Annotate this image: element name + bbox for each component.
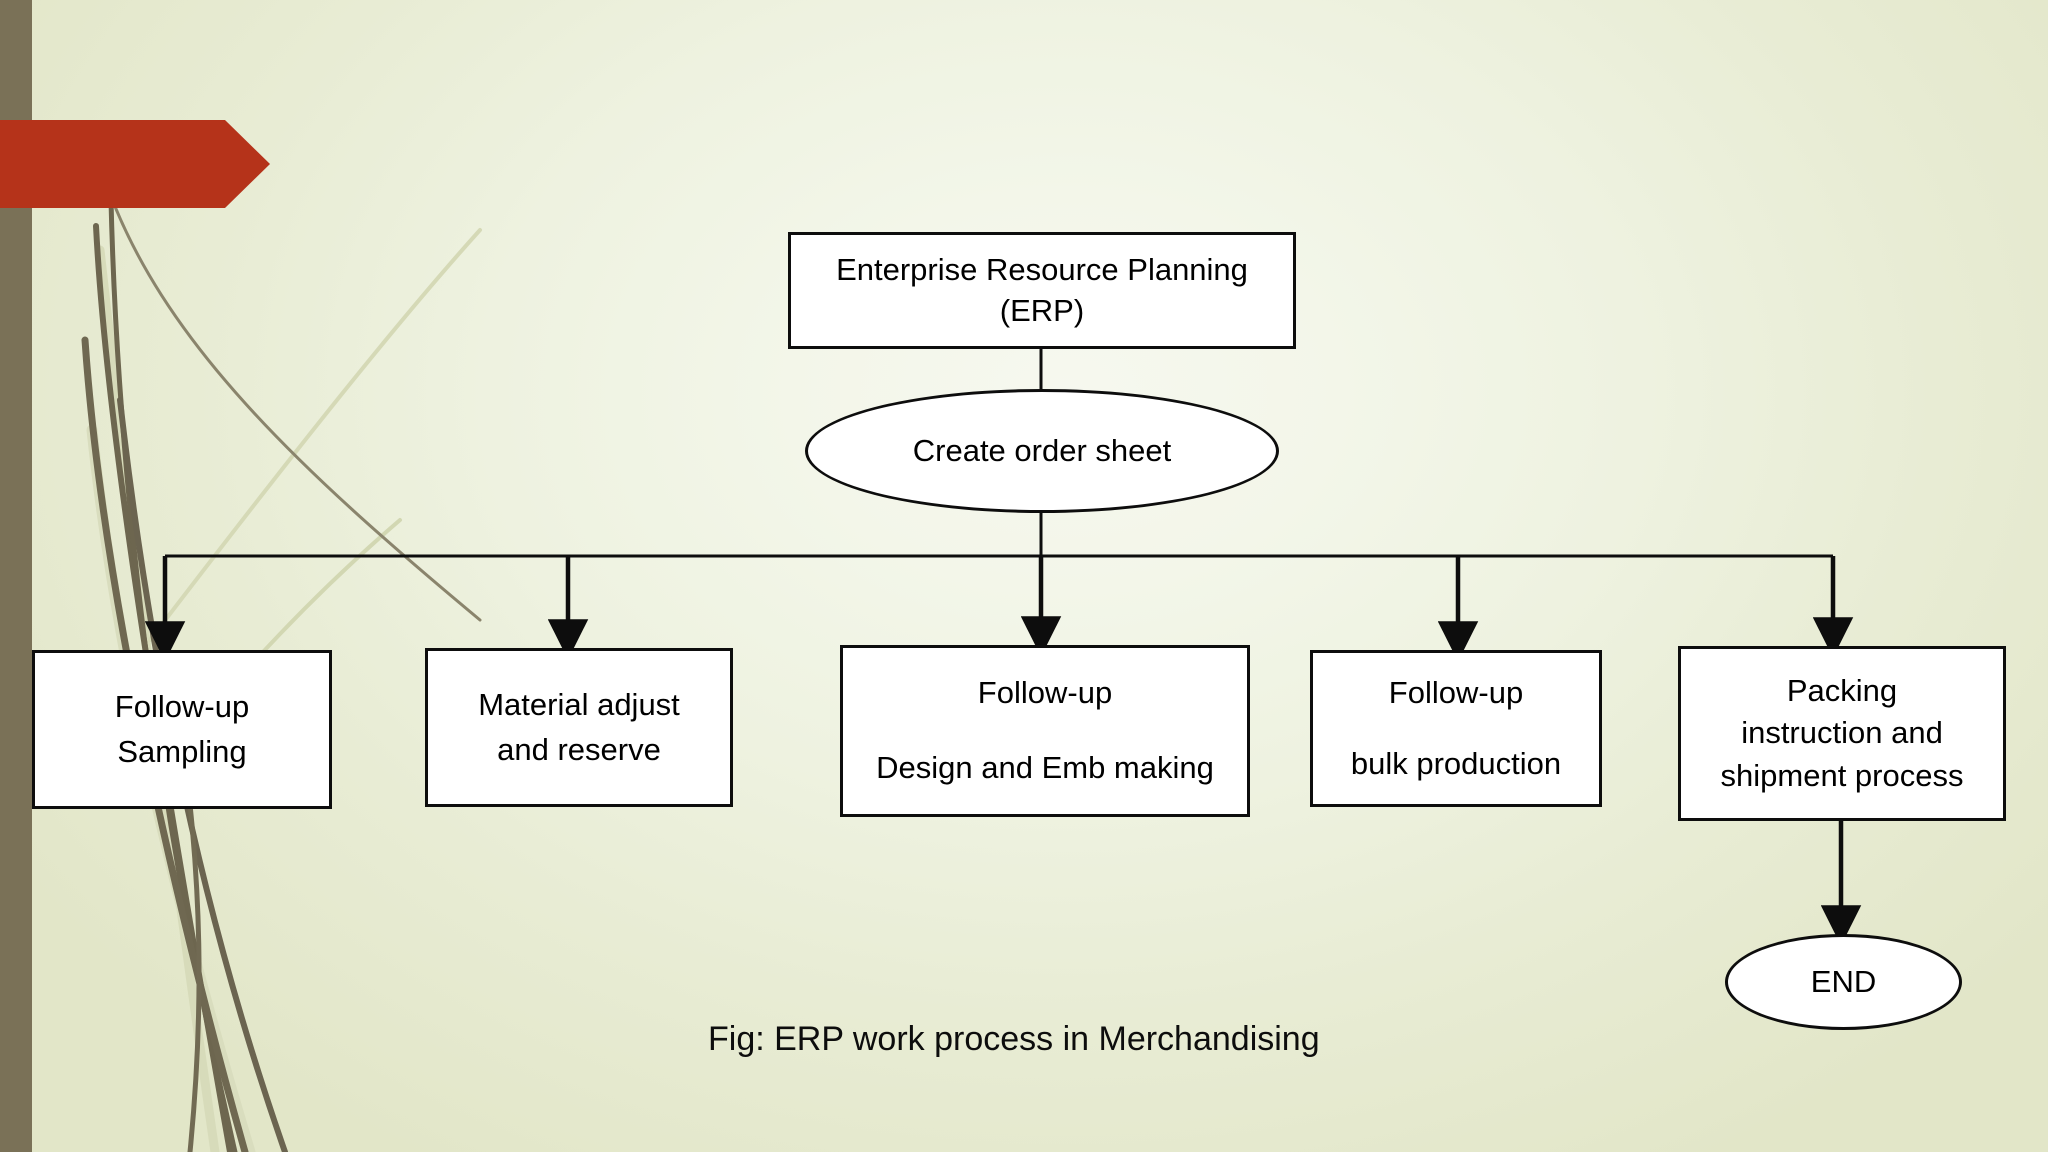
node-sampling-line1: Follow-up [114,689,250,725]
node-material-adjust-and-reserve[interactable]: Material adjust and reserve [425,648,733,807]
node-material-line2: and reserve [497,731,661,767]
node-create-order-sheet[interactable]: Create order sheet [805,389,1279,513]
node-erp-line2: (ERP) [999,292,1085,328]
node-erp-line1: Enterprise Resource Planning [836,252,1248,288]
node-packing-instruction-and-shipment-process[interactable]: Packing instruction and shipment process [1678,646,2006,821]
node-design-line2: Design and Emb making [876,750,1214,785]
node-bulk-line2: bulk production [1350,745,1562,781]
node-follow-up-bulk-production[interactable]: Follow-up bulk production [1310,650,1602,807]
red-banner-arrow [0,120,270,208]
node-packing-line3: shipment process [1720,757,1964,793]
node-order-line1: Create order sheet [912,432,1172,468]
figure-caption: Fig: ERP work process in Merchandising [708,1020,1320,1058]
node-enterprise-resource-planning[interactable]: Enterprise Resource Planning (ERP) [788,232,1296,349]
node-packing-line1: Packing [1786,673,1898,709]
node-follow-up-sampling[interactable]: Follow-up Sampling [32,650,332,809]
node-follow-up-design-and-emb-making[interactable]: Follow-up Design and Emb making [840,645,1250,817]
node-material-line1: Material adjust [478,687,680,723]
node-design-line1: Follow-up [977,675,1113,711]
node-bulk-line1: Follow-up [1388,674,1524,710]
node-sampling-line2: Sampling [117,733,247,769]
node-packing-line2: instruction and [1741,715,1943,751]
node-end-line1: END [1810,963,1877,999]
node-end[interactable]: END [1725,934,1962,1030]
